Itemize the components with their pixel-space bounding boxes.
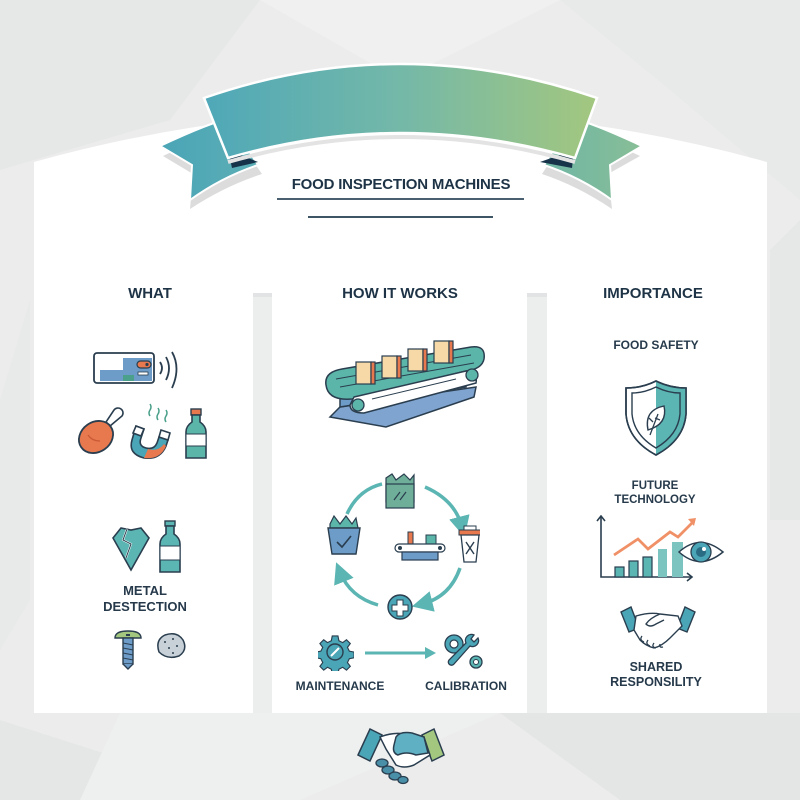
broken-glass-icon [112, 527, 150, 572]
metal-detection-label-line2: DESTECTION [103, 598, 187, 614]
food-safety-label: FOOD SAFETY [613, 338, 699, 352]
conveyor-belt-icon [325, 340, 485, 428]
calibration-label: CALIBRATION [425, 679, 507, 693]
shared-responsibility-label: SHARED RESPONSILITY [594, 660, 718, 690]
bottle-icon [159, 520, 181, 573]
bottle-icon [185, 408, 207, 459]
gear-wrench-icon [444, 633, 483, 669]
title-ribbon [157, 62, 645, 209]
chicken-leg-icon [78, 407, 124, 454]
x-ray-scanner-icon [93, 351, 178, 389]
column-heading-importance: IMPORTANCE [603, 285, 703, 302]
gear-icon [318, 635, 354, 671]
shield-leaf-icon [625, 380, 687, 456]
column-heading-what: WHAT [128, 285, 172, 302]
page-title: FOOD INSPECTION MACHINES [291, 176, 511, 193]
magnet-icon [130, 403, 171, 460]
footer-handshake-icon [357, 727, 445, 785]
title-divider [308, 216, 493, 218]
stone-icon [157, 633, 186, 659]
shared-responsibility-line2: RESPONSILITY [610, 675, 702, 689]
future-technology-label: FUTURE TECHNOLOGY [614, 480, 696, 506]
shared-responsibility-line1: SHARED [629, 660, 683, 674]
inspection-cycle-icon [327, 473, 480, 620]
arrow-right-icon [365, 647, 436, 659]
metal-detection-label-line1: METAL [123, 583, 167, 598]
screw-icon [114, 630, 142, 670]
column-heading-how-it-works: HOW IT WORKS [342, 285, 458, 302]
metal-detection-label: METAL DESTECTION [95, 583, 195, 614]
handshake-icon [620, 606, 696, 649]
growth-chart-eye-icon [596, 515, 725, 582]
title-underline [277, 198, 524, 200]
maintenance-label: MAINTENANCE [295, 679, 385, 693]
